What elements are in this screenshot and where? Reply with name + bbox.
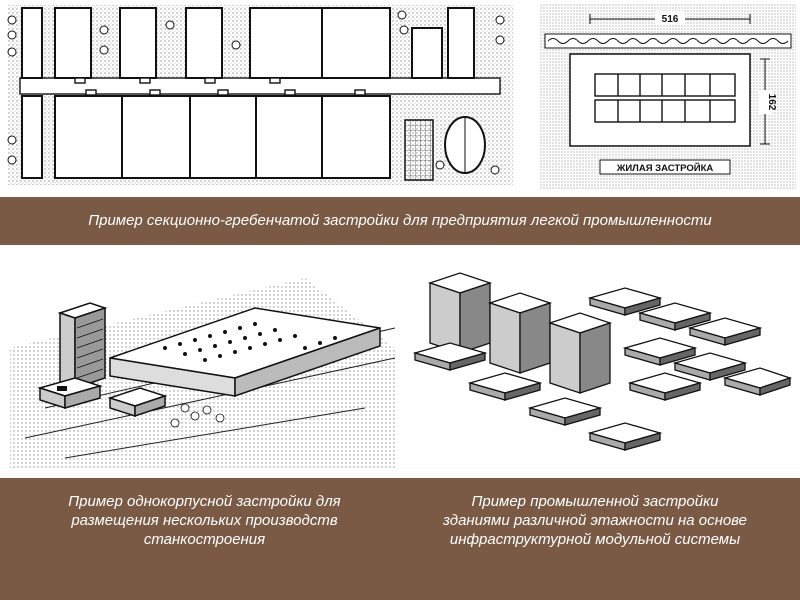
single-block-plant-drawing: [10, 278, 396, 468]
single-block-plant-perspective: [5, 258, 400, 473]
top-caption-band: Пример секционно-гребенчатой застройки д…: [0, 197, 800, 245]
modular-system-drawing: [412, 272, 793, 451]
comb-layout-plan: [0, 0, 522, 190]
caption-modular-system: Пример промышленной застройки зданиями р…: [442, 493, 748, 548]
comb-layout-drawing: [7, 5, 513, 185]
dimension-width-label: 516: [662, 14, 679, 25]
modular-system-perspective: [410, 258, 795, 473]
site-plan-drawing: 516 162 ЖИЛАЯ ЗАСТРОЙКА: [540, 4, 796, 190]
caption-comb-layout: Пример секционно-гребенчатой застройки д…: [88, 212, 712, 229]
caption-single-block-layout: Пример однокорпусной застройки для разме…: [68, 493, 341, 548]
bottom-caption-band: Пример однокорпусной застройки для разме…: [0, 478, 800, 600]
dimension-height-label: 162: [766, 94, 777, 111]
residential-zone-label: ЖИЛАЯ ЗАСТРОЙКА: [616, 162, 714, 174]
site-plan-with-dimensions: 516 162 ЖИЛАЯ ЗАСТРОЙКА: [540, 4, 796, 190]
